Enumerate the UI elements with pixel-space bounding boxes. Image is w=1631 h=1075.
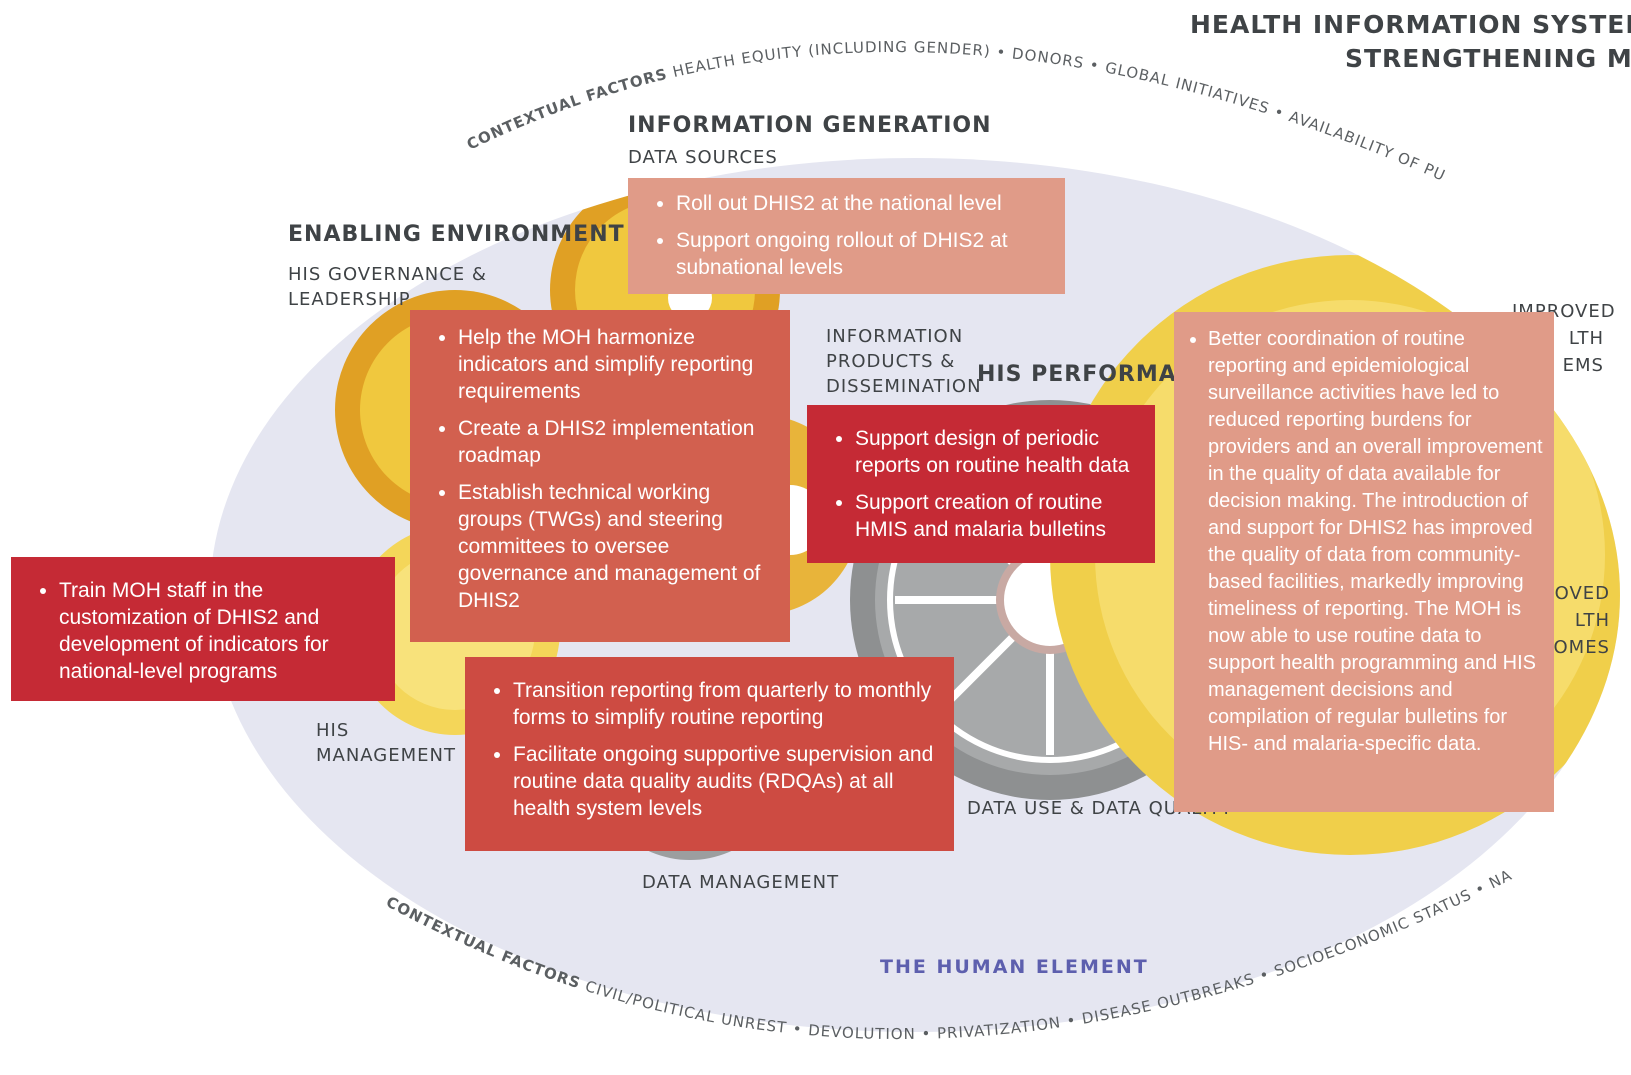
governance-list: Help the MOH harmonize indicators and si…	[430, 324, 780, 614]
human-element-label: THE HUMAN ELEMENT	[880, 956, 1149, 978]
data-sources-label: DATA SOURCES	[628, 147, 778, 168]
diagram-title-line2: STRENGTHENING MODE	[1345, 44, 1631, 73]
information-generation-heading: INFORMATION GENERATION	[628, 113, 992, 138]
data-management-list: Transition reporting from quarterly to m…	[485, 677, 944, 822]
data-sources-list: Roll out DHIS2 at the national level Sup…	[648, 190, 1047, 281]
data-use-quality-label: DATA USE & DATA QUALITY	[967, 798, 1233, 819]
list-item: Better coordination of routine reporting…	[1208, 326, 1546, 758]
governance-box: Help the MOH harmonize indicators and si…	[410, 310, 790, 642]
list-item: Transition reporting from quarterly to m…	[513, 677, 944, 731]
products-list: Support design of periodic reports on ro…	[827, 425, 1143, 543]
list-item: Train MOH staff in the customization of …	[59, 577, 385, 685]
list-item: Support creation of routine HMIS and mal…	[855, 489, 1143, 543]
diagram-title-line1: HEALTH INFORMATION SYSTEM (HIS	[1190, 10, 1631, 39]
data-management-label: DATA MANAGEMENT	[642, 872, 840, 893]
his-governance-label: HIS GOVERNANCE & LEADERSHIP	[288, 264, 487, 310]
management-list: Train MOH staff in the customization of …	[31, 577, 385, 685]
his-management-label: HIS MANAGEMENT	[316, 720, 456, 766]
enabling-environment-heading: ENABLING ENVIRONMENT	[288, 222, 625, 247]
products-box: Support design of periodic reports on ro…	[807, 405, 1155, 563]
list-item: Establish technical working groups (TWGs…	[458, 479, 780, 614]
list-item: Support ongoing rollout of DHIS2 at subn…	[676, 227, 1047, 281]
improved-health-outcomes-label: ROVED LTH COMES	[1539, 583, 1610, 658]
list-item: Support design of periodic reports on ro…	[855, 425, 1143, 479]
list-item: Create a DHIS2 implementation roadmap	[458, 415, 780, 469]
list-item: Facilitate ongoing supportive supervisio…	[513, 741, 944, 822]
data-management-box: Transition reporting from quarterly to m…	[465, 657, 954, 851]
information-products-label: INFORMATION PRODUCTS & DISSEMINATION	[826, 326, 982, 397]
list-item: Help the MOH harmonize indicators and si…	[458, 324, 780, 405]
outcomes-box: Better coordination of routine reporting…	[1174, 312, 1554, 812]
list-item: Roll out DHIS2 at the national level	[676, 190, 1047, 217]
outcomes-list: Better coordination of routine reporting…	[1184, 326, 1546, 758]
data-sources-box: Roll out DHIS2 at the national level Sup…	[628, 178, 1065, 294]
management-box: Train MOH staff in the customization of …	[11, 557, 395, 701]
